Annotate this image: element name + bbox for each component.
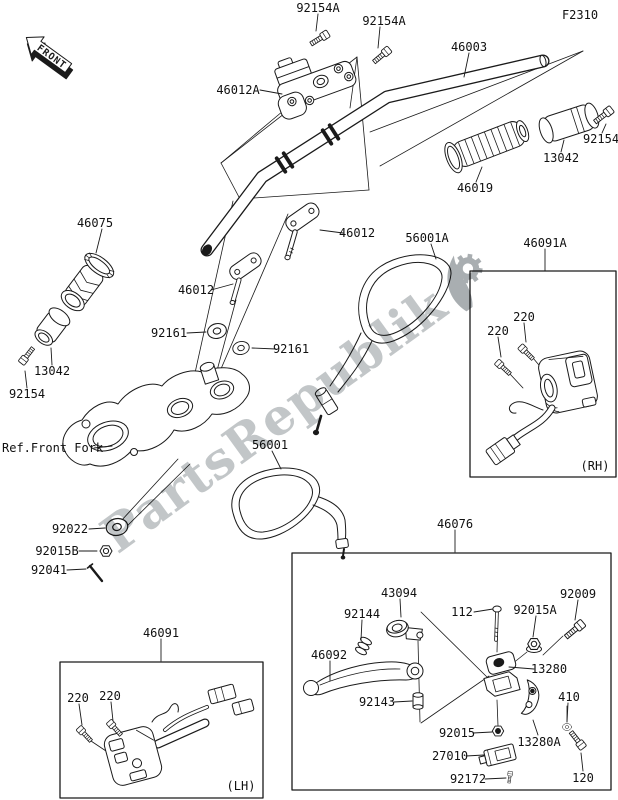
holder-43094-art	[386, 619, 424, 641]
switch-27010-art	[478, 743, 517, 767]
part-label-13280a: 13280A	[517, 735, 561, 749]
pin-92041-art	[86, 563, 104, 583]
part-label-92041: 92041	[30, 563, 68, 577]
screw-220-rh-a-art	[493, 358, 513, 378]
part-label-220-rh-a: 220	[487, 324, 509, 338]
lh-switch-box	[59, 661, 264, 799]
mirror-56001-art	[231, 467, 349, 560]
part-label-92015a: 92015A	[513, 603, 557, 617]
front-fork-clamp-art	[62, 361, 250, 467]
part-label-46012a: 46012A	[216, 83, 260, 97]
caption-rh: (RH)	[580, 459, 610, 473]
rh-switch-box	[469, 270, 617, 478]
part-label-92161-right: 92161	[272, 342, 310, 356]
part-label-92154a-top: 92154A	[296, 1, 340, 15]
part-label-46019: 46019	[456, 181, 494, 195]
lever-46092-art	[303, 661, 424, 696]
part-label-220-lh-a: 220	[67, 691, 89, 705]
part-label-92154-left: 92154	[8, 387, 46, 401]
screw-220-rh-b-art	[517, 343, 536, 362]
screw-220-lh-a-art	[75, 724, 95, 744]
part-label-92009: 92009	[559, 587, 597, 601]
rh-switch-housing-art	[538, 350, 598, 414]
bolt-112-art	[492, 605, 502, 642]
clutch-lever-box	[291, 552, 612, 791]
part-label-92154a-top2: 92154A	[362, 14, 406, 28]
bolt-92154-left-art	[17, 345, 37, 367]
handlebar-position-bands	[274, 123, 341, 174]
washer-92161-left-art	[205, 321, 229, 341]
nut-92015-art	[491, 725, 505, 737]
part-label-220-rh-b: 220	[513, 310, 535, 324]
part-label-46003: 46003	[450, 40, 488, 54]
part-label-46091: 46091	[142, 626, 180, 640]
holder-46012-lower-art	[229, 252, 262, 305]
nut-92015b-art	[99, 545, 113, 557]
part-label-46012-lower: 46012	[177, 283, 215, 297]
part-label-92015: 92015	[438, 726, 476, 740]
part-label-92022: 92022	[51, 522, 89, 536]
part-label-410: 410	[558, 690, 580, 704]
part-label-92161-left: 92161	[150, 326, 188, 340]
screw-92154a-top2-art	[370, 45, 393, 66]
holder-46012-upper-art	[284, 202, 320, 261]
handlebar-art	[200, 54, 550, 257]
leader-lines	[24, 13, 607, 780]
part-label-92154-right: 92154	[582, 132, 618, 146]
washer-92022-art	[104, 516, 130, 538]
part-label-46075: 46075	[76, 216, 114, 230]
weight-13042-left-art	[34, 307, 71, 346]
bolt-120-art	[567, 729, 588, 752]
part-label-13042-right: 13042	[542, 151, 580, 165]
part-label-112: 112	[451, 605, 473, 619]
part-label-46091a: 46091A	[523, 236, 567, 250]
lh-switch-housing-art	[103, 726, 163, 786]
figure-code: F2310	[561, 8, 599, 22]
mirror-56001a-art	[312, 254, 452, 436]
holder-13280-art	[483, 651, 521, 697]
spring-92144-art	[355, 636, 372, 656]
part-label-46092: 46092	[310, 648, 348, 662]
washer-410-art	[562, 723, 572, 731]
screw-92154a-top-art	[308, 29, 331, 48]
front-arrow: FRONT	[25, 36, 74, 80]
holder-13280a-art	[520, 679, 540, 715]
part-label-13280: 13280	[530, 662, 568, 676]
caption-lh: (LH)	[226, 779, 256, 793]
part-label-220-lh-b: 220	[99, 689, 121, 703]
part-label-46076: 46076	[436, 517, 474, 531]
part-label-56001: 56001	[251, 438, 289, 452]
part-label-120: 120	[572, 771, 594, 785]
nut-92015a-art	[526, 638, 542, 653]
collar-92143-art	[412, 692, 424, 710]
part-label-92144: 92144	[343, 607, 381, 621]
ref-front-fork-label: Ref.Front Fork	[2, 441, 104, 455]
part-label-56001a: 56001A	[405, 231, 449, 245]
screw-92172-art	[506, 770, 514, 784]
part-label-43094: 43094	[380, 586, 418, 600]
part-label-92172: 92172	[449, 772, 487, 786]
grip-46075-art	[60, 252, 115, 312]
part-label-46012-upper: 46012	[338, 226, 376, 240]
holder-assembly-46012a-art	[274, 57, 357, 120]
grip-46019-art	[444, 120, 530, 174]
part-label-92143: 92143	[358, 695, 396, 709]
part-label-92015b: 92015B	[35, 544, 79, 558]
part-label-27010: 27010	[431, 749, 469, 763]
washer-92161-right-art	[231, 339, 251, 357]
part-label-13042-left: 13042	[33, 364, 71, 378]
bolt-92009-art	[562, 618, 587, 641]
